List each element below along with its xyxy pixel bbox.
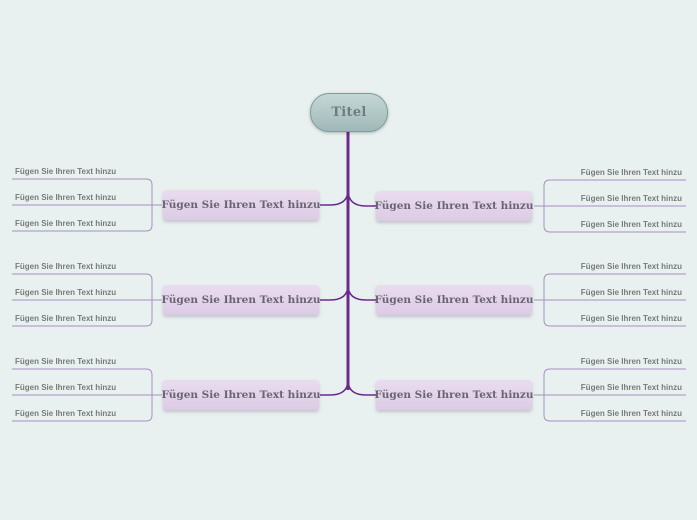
root-topic-label: Titel [331, 105, 367, 120]
trunk-to-branch-0 [320, 189, 349, 206]
leaf-connectors-left-2 [12, 368, 162, 422]
trunk-to-branch-4 [347, 284, 376, 301]
branch-topic-label: Fügen Sie Ihren Text hinzu [374, 389, 534, 401]
leaf-topic[interactable]: Fügen Sie Ihren Text hinzu [580, 409, 682, 418]
branch-topic-label: Fügen Sie Ihren Text hinzu [374, 200, 534, 212]
leaf-connectors-right-2 [534, 368, 686, 422]
leaf-topic[interactable]: Fügen Sie Ihren Text hinzu [15, 288, 117, 297]
branch-topic-5[interactable]: Fügen Sie Ihren Text hinzu [374, 380, 534, 410]
leaf-topic[interactable]: Fügen Sie Ihren Text hinzu [580, 383, 682, 392]
leaf-topic[interactable]: Fügen Sie Ihren Text hinzu [15, 167, 117, 176]
trunk-to-branch-5 [347, 379, 376, 396]
leaf-connectors-left-0 [12, 178, 162, 232]
branch-topic-3[interactable]: Fügen Sie Ihren Text hinzu [374, 191, 534, 221]
leaf-topic[interactable]: Fügen Sie Ihren Text hinzu [580, 357, 682, 366]
branch-topic-2[interactable]: Fügen Sie Ihren Text hinzu [161, 380, 321, 410]
leaf-topic[interactable]: Fügen Sie Ihren Text hinzu [15, 357, 117, 366]
root-topic[interactable]: Titel [310, 93, 388, 132]
leaf-topic[interactable]: Fügen Sie Ihren Text hinzu [15, 193, 117, 202]
branch-topic-label: Fügen Sie Ihren Text hinzu [374, 294, 534, 306]
branch-topic-0[interactable]: Fügen Sie Ihren Text hinzu [161, 190, 321, 220]
leaf-topic[interactable]: Fügen Sie Ihren Text hinzu [15, 262, 117, 271]
leaf-topic[interactable]: Fügen Sie Ihren Text hinzu [580, 288, 682, 297]
branch-topic-label: Fügen Sie Ihren Text hinzu [161, 389, 321, 401]
leaf-topic[interactable]: Fügen Sie Ihren Text hinzu [580, 314, 682, 323]
trunk-to-branch-2 [320, 379, 349, 396]
branch-topic-label: Fügen Sie Ihren Text hinzu [161, 294, 321, 306]
leaf-topic[interactable]: Fügen Sie Ihren Text hinzu [580, 168, 682, 177]
leaf-topic[interactable]: Fügen Sie Ihren Text hinzu [15, 314, 117, 323]
leaf-topic[interactable]: Fügen Sie Ihren Text hinzu [15, 383, 117, 392]
trunk-to-branch-1 [320, 284, 349, 301]
branch-topic-label: Fügen Sie Ihren Text hinzu [161, 199, 321, 211]
branch-topic-4[interactable]: Fügen Sie Ihren Text hinzu [374, 285, 534, 315]
leaf-connectors-right-1 [534, 273, 686, 327]
leaf-connectors-left-1 [12, 273, 162, 327]
leaf-topic[interactable]: Fügen Sie Ihren Text hinzu [580, 262, 682, 271]
leaf-connectors-right-0 [534, 179, 686, 233]
leaf-topic[interactable]: Fügen Sie Ihren Text hinzu [580, 194, 682, 203]
leaf-topic[interactable]: Fügen Sie Ihren Text hinzu [15, 219, 117, 228]
leaf-topic[interactable]: Fügen Sie Ihren Text hinzu [15, 409, 117, 418]
branch-topic-1[interactable]: Fügen Sie Ihren Text hinzu [161, 285, 321, 315]
trunk-to-branch-3 [347, 189, 376, 207]
leaf-topic[interactable]: Fügen Sie Ihren Text hinzu [580, 220, 682, 229]
